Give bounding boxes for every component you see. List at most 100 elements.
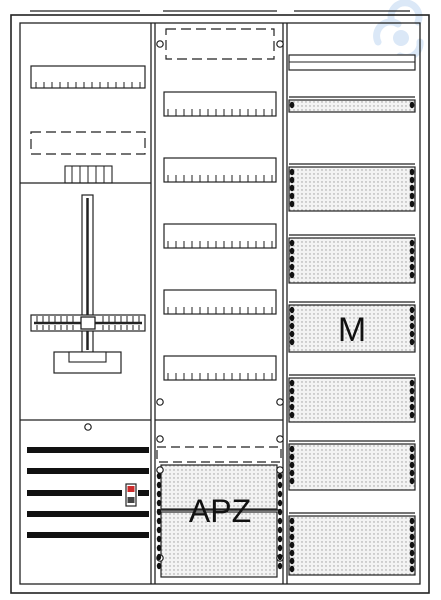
panel-rivet: [277, 472, 283, 480]
rail-module-body: [163, 355, 277, 381]
rail-module: [163, 223, 277, 249]
panel-rivet: [277, 499, 283, 507]
cover-panel: [288, 234, 416, 284]
panel-rivet: [289, 549, 295, 557]
panel-rivet: [289, 271, 295, 279]
cover-panel: [288, 512, 416, 576]
cover-panel-body: [288, 515, 416, 576]
panel-rivet: [289, 565, 295, 573]
panel-rivet: [156, 562, 162, 570]
panel-rivet: [277, 544, 283, 552]
left-column: [20, 65, 151, 538]
panel-rivet: [289, 176, 295, 184]
meter-mount-ticks: [36, 316, 140, 330]
panel-rivet: [409, 541, 415, 549]
panel-rivet: [409, 445, 415, 453]
panel-rivet: [156, 517, 162, 525]
cabinet-outer-frame: [10, 14, 430, 594]
panel-rivet: [289, 239, 295, 247]
panel-rivet: [277, 490, 283, 498]
panel-rivet: [289, 461, 295, 469]
screw: [156, 40, 164, 48]
panel-rivet: [409, 517, 415, 525]
panel-rivet: [289, 184, 295, 192]
right-column: M: [288, 54, 416, 576]
panel-rivet: [409, 168, 415, 176]
panel-rivet: [156, 535, 162, 543]
panel-rivet: [289, 541, 295, 549]
left-upper-section: [20, 65, 151, 184]
panel-rivet: [409, 263, 415, 271]
panel-rivet: [289, 192, 295, 200]
panel-rivet: [409, 477, 415, 485]
cover-panel: [288, 374, 416, 423]
cover-panel-body: [288, 443, 416, 491]
panel-rivet: [289, 469, 295, 477]
rail-module-body: [163, 289, 277, 315]
left-dashed-reserve: [30, 131, 146, 155]
panel-rivet: [289, 322, 295, 330]
panel-rivet: [277, 517, 283, 525]
rail-module: [163, 91, 277, 117]
panel-rivet: [409, 338, 415, 346]
rail-module-body: [163, 223, 277, 249]
panel-rivet: [289, 255, 295, 263]
panel-rivet: [156, 490, 162, 498]
cover-panel: [288, 96, 416, 113]
panel-rivet: [289, 330, 295, 338]
panel-rivet: [289, 200, 295, 208]
cabinet-inner-frame: [19, 22, 421, 585]
meter-mount-base-tab: [68, 351, 107, 363]
panel-rivet: [409, 533, 415, 541]
cover-panel-body: [288, 237, 416, 284]
busbar-breaker: [125, 483, 137, 507]
panel-rivet: [409, 403, 415, 411]
middle-top-dashed-module: [165, 28, 275, 60]
screw: [276, 435, 284, 443]
panel-rivet: [156, 481, 162, 489]
cover-panel-body: [288, 377, 416, 423]
left-rail-ticks: [35, 82, 141, 88]
panel-rivet: [289, 395, 295, 403]
panel-rivet: [289, 557, 295, 565]
middle-rail-modules: [163, 91, 277, 381]
panel-rivet: [289, 247, 295, 255]
meter-field-label: M: [338, 311, 366, 349]
cover-panel-body: [288, 304, 416, 353]
middle-screws: [156, 40, 284, 570]
busbar-lines: [27, 447, 149, 538]
panel-rivet: [409, 461, 415, 469]
panel-rivet: [289, 101, 295, 109]
panel-rivet: [277, 535, 283, 543]
cover-panel-body: [288, 166, 416, 212]
panel-rivet: [289, 263, 295, 271]
panel-rivet: [277, 562, 283, 570]
left-lower-screw: [84, 423, 92, 431]
panel-rivet: [409, 557, 415, 565]
panel-rivet: [289, 314, 295, 322]
screw: [276, 466, 284, 474]
column-dividers: [150, 23, 288, 584]
panel-rivet: [409, 387, 415, 395]
cover-panel-body: [288, 99, 416, 113]
panel-rivet: [409, 469, 415, 477]
panel-rivet: [409, 239, 415, 247]
panel-rivet: [156, 472, 162, 480]
rail-module-body: [163, 91, 277, 117]
panel-rivet: [409, 184, 415, 192]
screw: [276, 398, 284, 406]
panel-rivet: [409, 314, 415, 322]
rail-module-body: [163, 157, 277, 183]
meter-mount-section: [20, 194, 151, 421]
apz-panel-lower: [160, 511, 278, 578]
panel-rivet: [156, 508, 162, 516]
panel-rivet: [409, 176, 415, 184]
panel-rivet: [289, 379, 295, 387]
panel-rivet: [409, 255, 415, 263]
meter-mount-hub: [80, 316, 96, 330]
panel-rivet: [289, 411, 295, 419]
panel-rivet: [289, 517, 295, 525]
panel-rivet: [289, 403, 295, 411]
screw: [156, 398, 164, 406]
